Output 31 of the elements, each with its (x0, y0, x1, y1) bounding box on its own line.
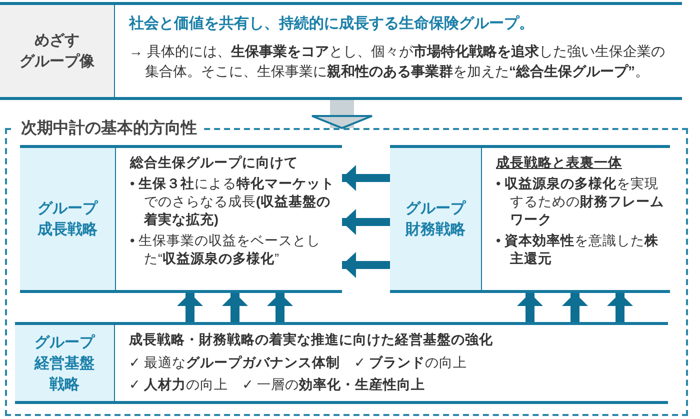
arrow (607, 293, 633, 322)
subheading-text: 成長戦略・財務戦略の着実な推進に向けた経営基盤の強化 (129, 331, 494, 349)
panel-heading: めざすグループ像 (0, 5, 115, 97)
subheading-text: 総合生保グループに向けて (130, 154, 299, 172)
check-item: ✓ 一層の効率化・生産性向上 (242, 376, 426, 394)
arrow (517, 293, 543, 322)
check-item: ✓ 最適なグループガバナンス体制 (129, 354, 340, 372)
bullet-item: • 収益源泉の多様化を実現するための財務フレームワーク (496, 175, 664, 229)
strategy-panel (15, 322, 668, 404)
slogan-text: 社会と価値を共有し、持続的に成長する生命保険グループ。 (129, 15, 535, 33)
arrow (342, 252, 390, 278)
strategy-panel (20, 145, 342, 293)
check-item: ✓ ブランドの向上 (354, 354, 468, 372)
arrow (267, 293, 293, 322)
panel-heading: グループ財務戦略 (390, 148, 482, 290)
block-arrow (311, 100, 373, 129)
panel-heading: グループ経営基盤戦略 (15, 325, 115, 401)
arrow (177, 293, 203, 322)
arrow (342, 165, 390, 191)
arrow (342, 209, 390, 235)
bullet-item: • 資本効率性を意識した株主還元 (496, 232, 660, 268)
strategy-panel (390, 145, 670, 293)
subheading-text: 成長戦略と表裏一体 (496, 154, 623, 172)
check-item: ✓ 人材力の向上 (129, 376, 228, 394)
vision-panel (0, 2, 682, 100)
panel-heading: グループ成長戦略 (20, 148, 116, 290)
arrow (222, 293, 248, 322)
arrow (562, 293, 588, 322)
description-text: → 具体的には、生保事業をコアとし、個々が市場特化戦略を追求した強い生保企業の集合体。そこに、生保事業に親和性のある事業群を加えた“総合生保グループ”。 (129, 42, 666, 81)
bullet-item: • 生保事業の収益をベースとした“収益源泉の多様化” (130, 232, 322, 268)
bullet-item: • 生保３社による特化マーケットでのさらなる成長(収益基盤の着実な拡充) (130, 175, 336, 229)
